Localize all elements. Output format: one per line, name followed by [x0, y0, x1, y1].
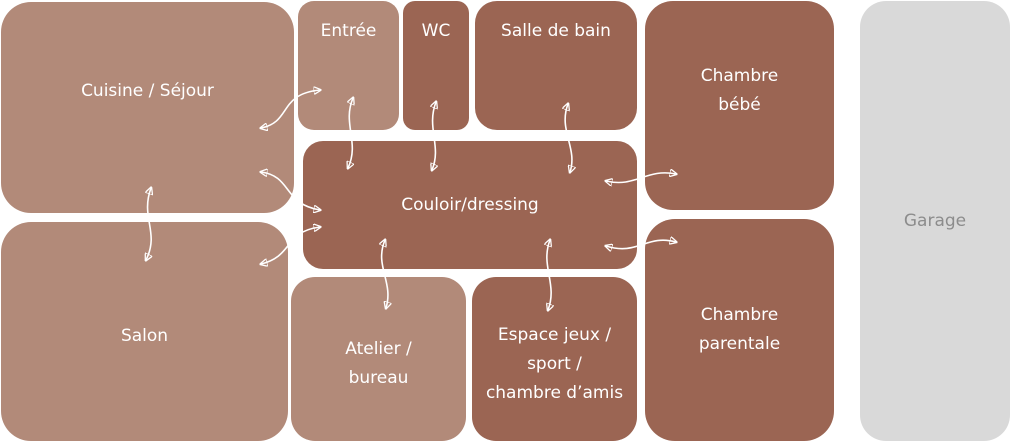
room-label-chambre-bebe: Chambre bébé — [700, 65, 779, 115]
room-atelier-bureau: Atelier / bureau — [291, 277, 466, 441]
room-chambre-bebe: Chambre bébé — [645, 1, 834, 210]
room-label-entree: Entrée — [320, 21, 377, 41]
room-entree: Entrée — [298, 1, 399, 130]
room-cuisine-sejour: Cuisine / Séjour — [1, 2, 294, 213]
room-label-cuisine-sejour: Cuisine / Séjour — [81, 81, 214, 101]
room-wc: WC — [403, 1, 469, 130]
room-espace-jeux: Espace jeux / sport / chambre d’amis — [472, 277, 637, 441]
room-label-chambre-parentale: Chambre parentale — [698, 305, 781, 354]
room-label-couloir-dressing: Couloir/dressing — [401, 194, 539, 215]
room-label-wc: WC — [421, 21, 451, 41]
room-salle-de-bain: Salle de bain — [475, 1, 637, 130]
room-couloir-dressing: Couloir/dressing — [303, 141, 637, 269]
room-label-salle-de-bain: Salle de bain — [501, 21, 611, 41]
room-chambre-parentale: Chambre parentale — [645, 219, 834, 441]
room-garage: Garage — [860, 1, 1010, 441]
room-label-espace-jeux: Espace jeux / sport / chambre d’amis — [485, 324, 624, 403]
room-label-atelier-bureau: Atelier / bureau — [345, 339, 412, 388]
room-label-salon: Salon — [120, 326, 169, 346]
room-label-garage: Garage — [903, 210, 967, 231]
room-salon: Salon — [1, 222, 288, 441]
